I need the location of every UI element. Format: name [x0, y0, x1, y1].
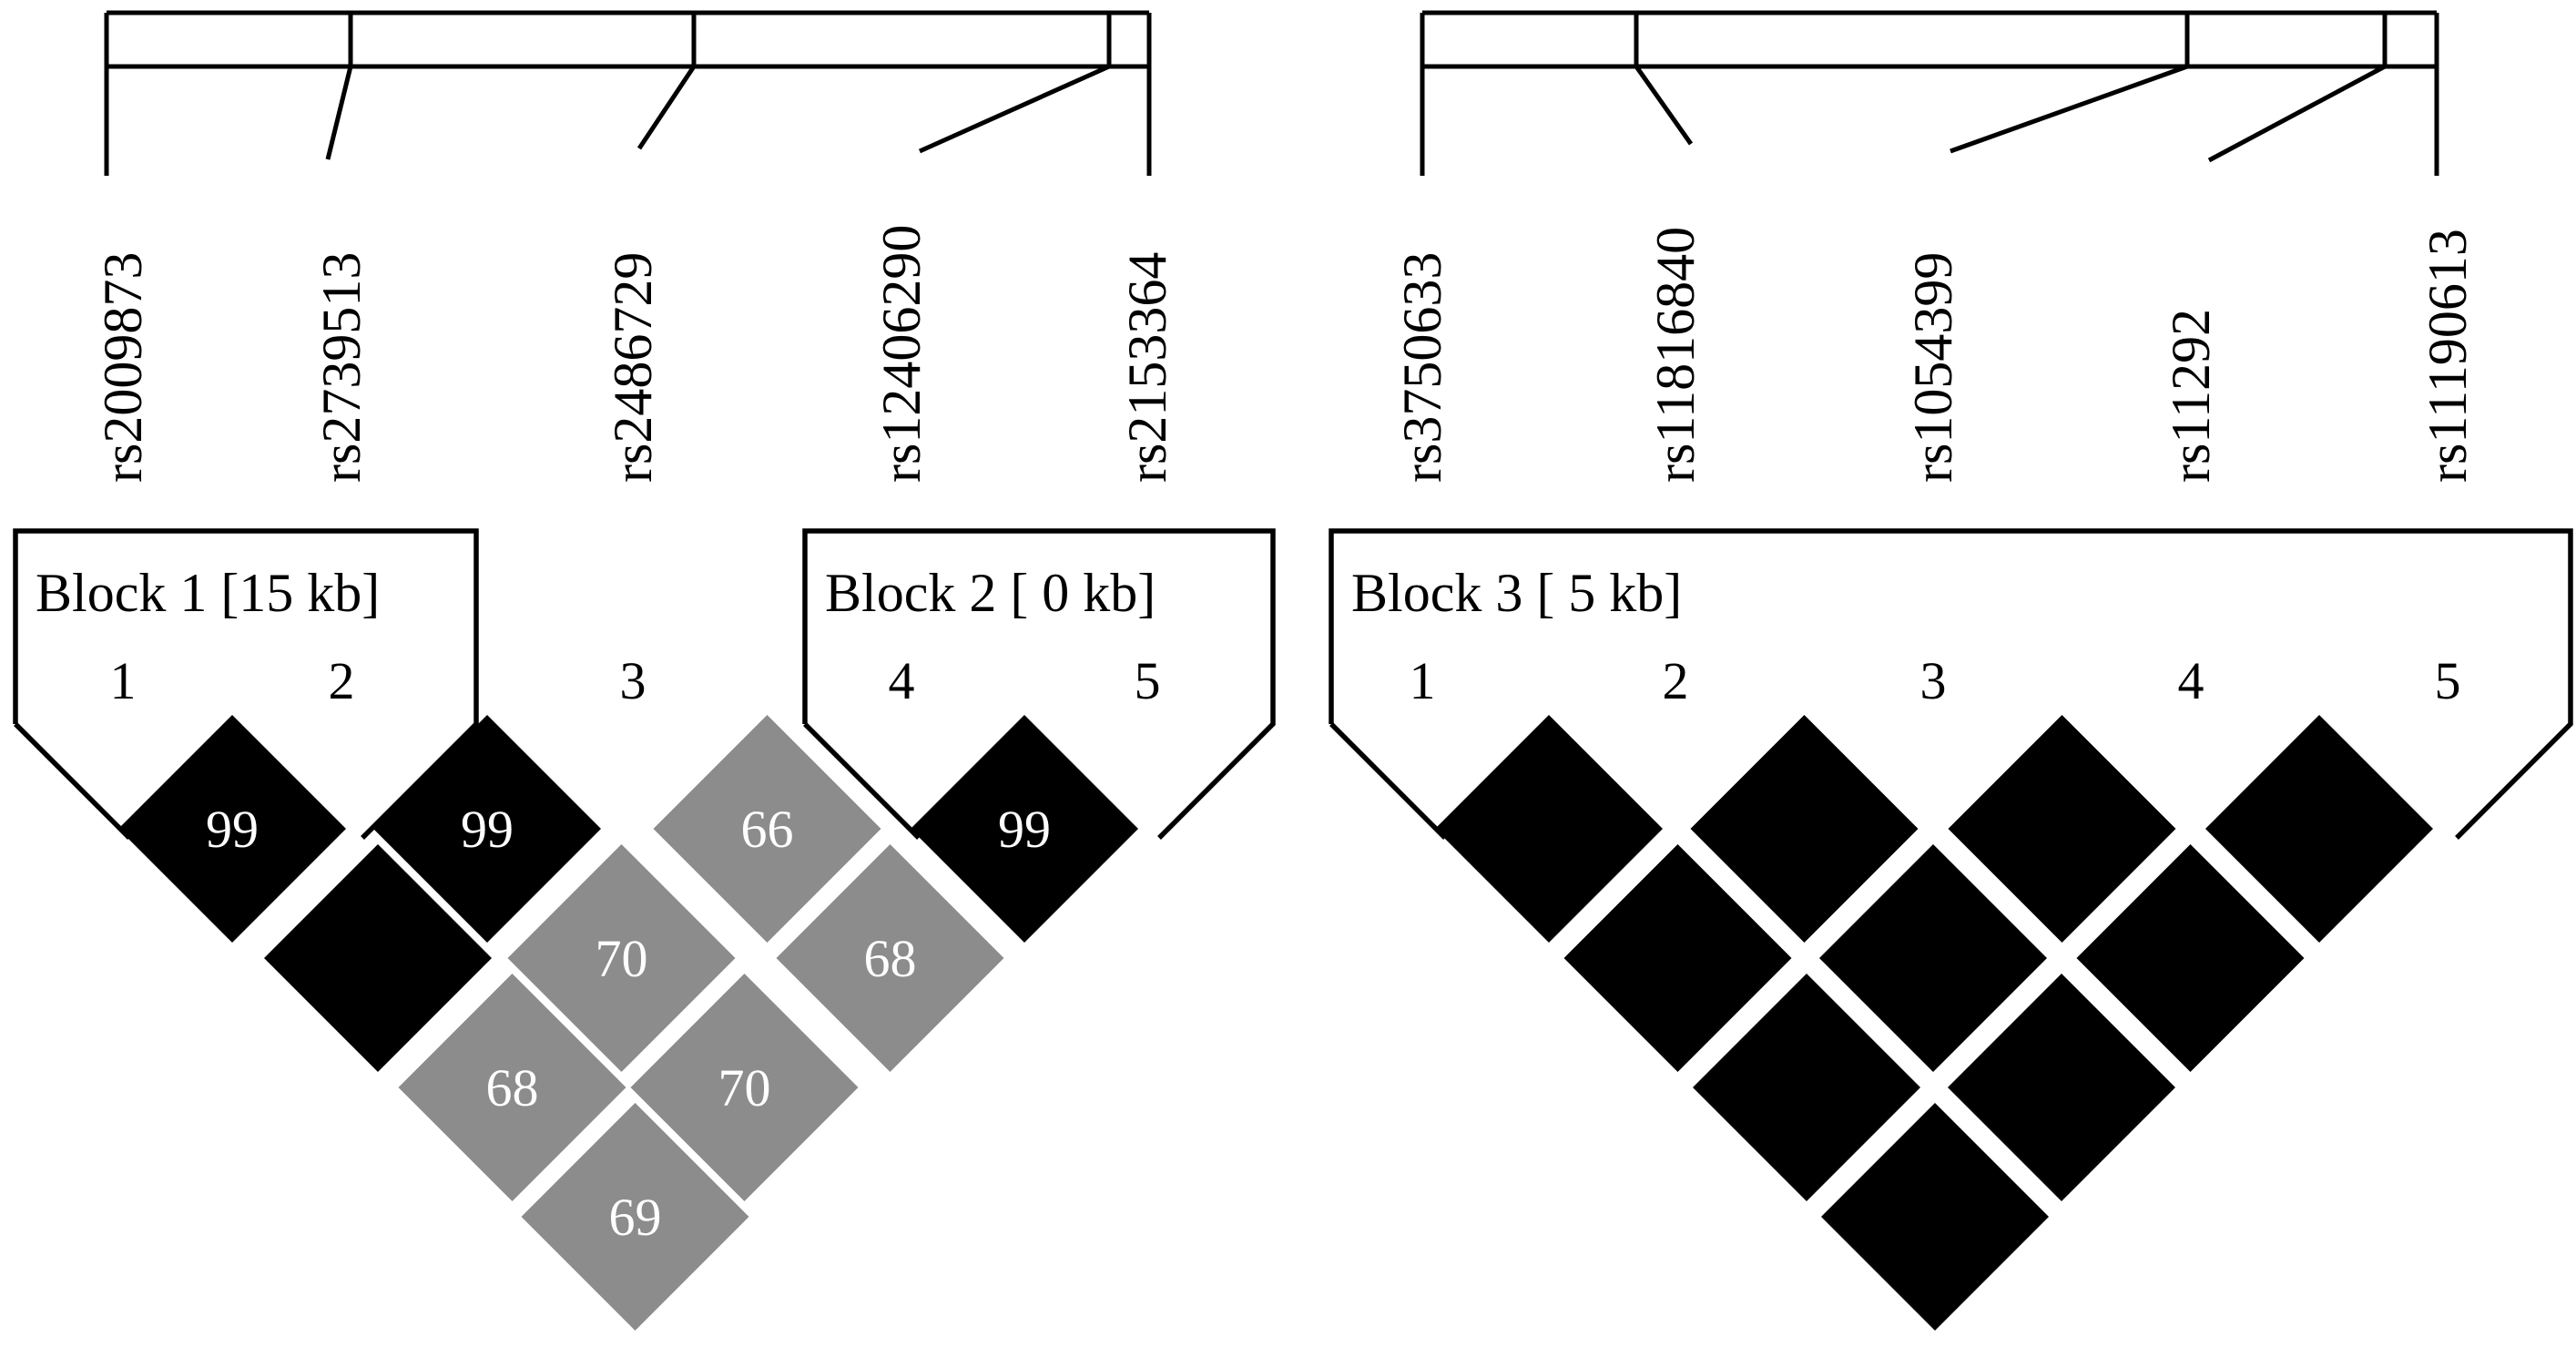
snp-label: rs11190613	[2418, 229, 2478, 483]
snp-connector	[1950, 64, 2188, 154]
block-outline-left	[803, 722, 921, 840]
snp-label: rs12406290	[871, 225, 932, 483]
block-outline	[13, 528, 479, 840]
ld-cell-3-4	[1948, 715, 2176, 943]
ld-cell-2-4	[507, 844, 736, 1072]
ld-cell-1-4	[398, 974, 626, 1201]
block-outline	[802, 528, 1276, 840]
ld-cell-1-5	[521, 1103, 749, 1331]
ld-cell-value: 66	[741, 800, 794, 859]
snp-label: rs2739513	[311, 252, 372, 483]
ld-cell-1-2	[118, 715, 346, 943]
marker-index: 5	[2435, 651, 2461, 710]
ld-cell-1-3	[264, 844, 492, 1072]
snp-label: rs2153364	[1117, 252, 1177, 483]
marker-index: 3	[1920, 651, 1947, 710]
marker-index: 1	[110, 651, 137, 710]
ld-cell-2-4	[1819, 844, 2047, 1072]
marker-index: 5	[1135, 651, 1161, 710]
marker-index: 3	[620, 651, 647, 710]
ld-panel-1: rs2009873 1 rs2739513 2 rs2486729 3 rs12406290…	[13, 10, 1276, 1331]
snp-connector	[636, 65, 697, 150]
marker-index: 4	[889, 651, 915, 710]
ld-cell-3-5	[2076, 844, 2305, 1072]
marker-index: 1	[1410, 651, 1436, 710]
ld-cell-3-5	[776, 844, 1004, 1072]
ld-cell-4-5	[2205, 715, 2433, 943]
snp-label: rs2486729	[603, 252, 663, 483]
ld-cell-2-5	[630, 974, 859, 1201]
ld-cell-value: 70	[596, 929, 648, 988]
snp-connector	[1634, 65, 1694, 146]
block-title: Block 1 [15 kb]	[36, 563, 380, 623]
block-title: Block 3 [ 5 kb]	[1351, 563, 1682, 623]
ld-panel-2: rs3750633 1 rs11816840 2 rs1054399 3 rs11292 4 r…	[1329, 10, 2573, 1331]
marker-index: 2	[1663, 651, 1689, 710]
snp-label: rs3750633	[1392, 252, 1452, 483]
ld-cell-1-2	[1435, 715, 1663, 943]
marker-index: 2	[329, 651, 355, 710]
ld-cell-value: 99	[461, 800, 514, 859]
block-outline	[1329, 528, 2573, 840]
snp-label: rs11816840	[1645, 227, 1705, 483]
ld-cell-value: 99	[998, 800, 1051, 859]
block-title: Block 2 [ 0 kb]	[825, 563, 1156, 623]
ld-cell-value: 68	[486, 1058, 539, 1117]
ld-cell-value: 70	[718, 1058, 771, 1117]
ld-cell-value: 99	[206, 800, 259, 859]
ld-cell-1-4	[1693, 974, 1920, 1201]
ld-cell-1-5	[1821, 1103, 2049, 1331]
block-outline-left	[1329, 722, 1447, 840]
ld-cell-2-3	[373, 715, 601, 943]
ld-cell-value: 69	[609, 1188, 662, 1247]
snp-label: rs2009873	[93, 252, 153, 483]
snp-label: rs11292	[2161, 309, 2221, 483]
marker-index: 4	[2178, 651, 2204, 710]
ld-cell-4-5	[911, 715, 1138, 943]
ld-cell-2-3	[1690, 715, 1919, 943]
snp-label: rs1054399	[1903, 252, 1963, 483]
snp-connector	[2207, 64, 2387, 163]
ld-cell-value: 68	[864, 929, 917, 988]
ld-cell-1-3	[1563, 844, 1792, 1072]
snp-connector	[918, 64, 1111, 154]
snp-connector	[325, 66, 353, 160]
block-outline-left	[14, 722, 131, 840]
ld-cell-2-5	[1948, 974, 2175, 1201]
ld-cell-3-4	[653, 715, 881, 943]
